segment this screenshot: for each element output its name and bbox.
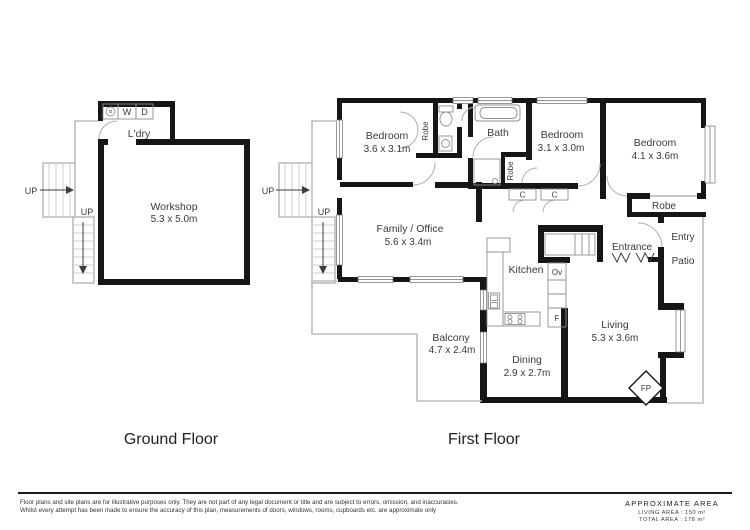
ground-floor-title: Ground Floor [124,431,219,448]
fridge-label: F [555,314,560,323]
bathtub-icon [474,104,521,122]
living-dims: 5.3 x 3.6m [592,333,639,344]
workshop-dims: 5.3 x 5.0m [151,214,198,225]
cupboard1-label: C [520,191,526,200]
approximate-area-block: APPROXIMATE AREA LIVING AREA : 150 m² TO… [625,499,719,523]
total-area-line: TOTAL AREA : 178 m² [639,517,705,523]
first-floor-walls [337,98,706,403]
disclaimer-line2: Whilst every attempt has been made to en… [20,507,437,514]
cupboard2-label: C [552,191,558,200]
laundry-label: L'dry [128,128,151,140]
dryer-label: D [141,107,148,117]
kitchen-label: Kitchen [508,264,543,276]
entry-label: Entry [671,232,694,243]
dryer-icon: D [135,103,154,120]
toilet-icon [438,105,454,127]
footer-divider [18,492,732,494]
family-dims: 5.6 x 3.4m [385,237,432,248]
washer-label: W [123,107,132,117]
bedroom1-label: Bedroom [366,130,409,142]
dining-dims: 2.9 x 2.7m [504,368,551,379]
bedroom1-dims: 3.6 x 3.1m [364,144,411,155]
living-label: Living [601,319,629,331]
basin-icon [438,135,453,152]
ground-floor-stairs: UP UP [25,120,98,284]
stairwell-void [544,233,596,256]
balcony-dims: 4.7 x 2.4m [429,345,476,356]
entrance-label: Entrance [612,242,652,253]
balcony-label: Balcony [432,332,470,344]
deck-outlines [311,217,704,404]
first-floor-plan: Ov F C C FP [262,97,716,406]
bath-label: Bath [487,127,509,139]
robe2-label: Robe [506,161,515,181]
workshop-label: Workshop [150,201,197,213]
bedroom2-label: Bedroom [541,129,584,141]
family-label: Family / Office [377,223,444,235]
ground-floor-plan: W D L'dry Workshop 5.3 x 5.0m [25,101,250,285]
first-floor-title: First Floor [448,431,521,448]
first-floor-door-arcs [399,106,697,248]
bedroom3-label: Bedroom [634,137,677,149]
disclaimer-line1: Floor plans and site plans are for illus… [20,499,459,506]
laundry-door-arc [98,120,118,140]
kitchen-sink-icon [488,292,500,310]
shower-icon [473,158,501,186]
robe1-label: Robe [421,121,430,141]
ground-up-inner-label: UP [81,207,94,217]
living-area-line: LIVING AREA : 150 m² [638,510,706,516]
ground-up-outer-label: UP [25,186,38,196]
hall-cupboards: C C [508,188,569,201]
first-floor-stairs: UP UP [262,120,337,284]
first-up-outer-label: UP [262,186,275,196]
first-up-inner-label: UP [318,207,331,217]
bedroom2-dims: 3.1 x 3.0m [538,143,585,154]
kitchen-cabinet-column: Ov F [547,262,567,328]
area-title: APPROXIMATE AREA [625,499,719,508]
bedroom3-dims: 4.1 x 3.6m [632,151,679,162]
fireplace-icon: FP [628,370,664,406]
footer: Floor plans and site plans are for illus… [18,492,732,523]
dining-label: Dining [512,354,542,366]
robe3-label: Robe [652,201,676,212]
first-floor-windows [336,97,716,364]
patio-label: Patio [672,256,695,267]
entrance-steps-icon [611,251,655,264]
cooktop-icon [504,313,526,325]
ground-floor-walls [98,101,250,285]
fireplace-label: FP [641,384,651,393]
oven-label: Ov [552,268,562,277]
kitchen-counter [486,237,541,327]
